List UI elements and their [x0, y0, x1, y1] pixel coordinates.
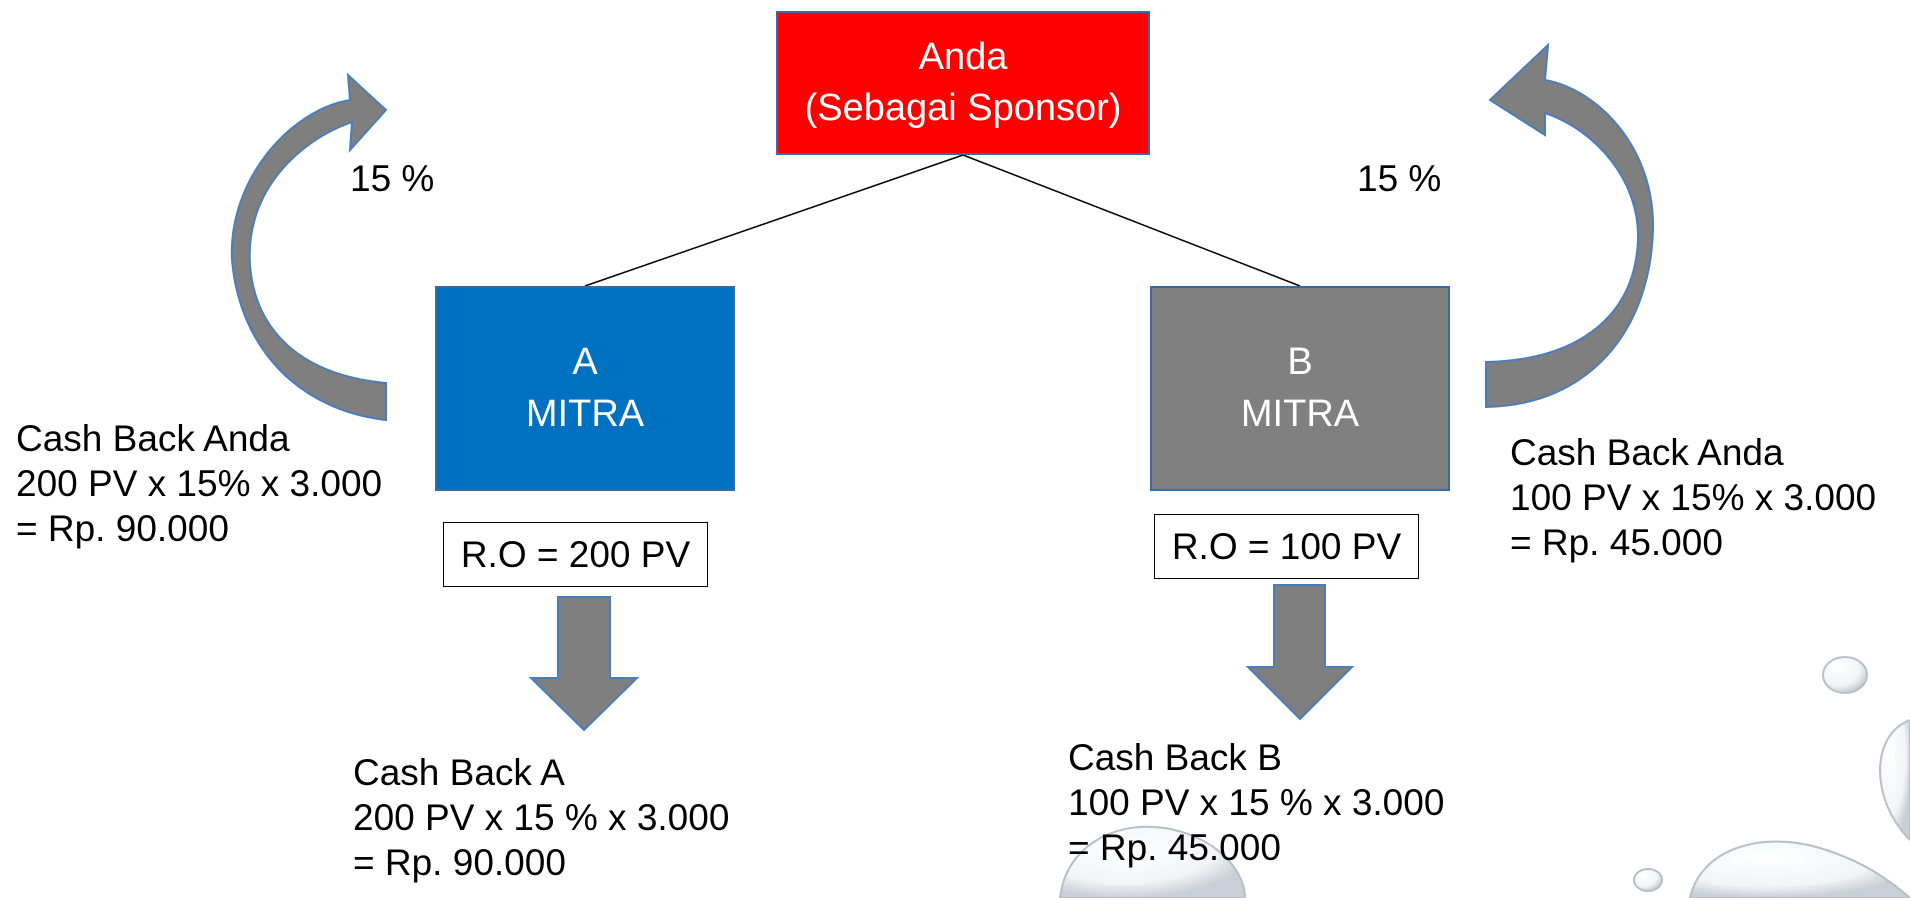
cashback-a: Cash Back A 200 PV x 15 % x 3.000 = Rp. …: [353, 750, 729, 885]
sponsor-box: Anda (Sebagai Sponsor): [776, 11, 1150, 155]
down-arrow-b-icon: [1245, 584, 1355, 721]
cashback-anda-right-result: = Rp. 45.000: [1510, 522, 1723, 563]
cashback-anda-right-formula: 100 PV x 15% x 3.000: [1510, 477, 1877, 518]
percent-label-left: 15 %: [350, 158, 435, 199]
cashback-a-formula: 200 PV x 15 % x 3.000: [353, 797, 730, 838]
cashback-anda-left-result: = Rp. 90.000: [16, 508, 229, 549]
partner-a-label: MITRA: [525, 392, 645, 435]
repeat-order-a-box: R.O = 200 PV: [443, 522, 708, 587]
cashback-anda-left: Cash Back Anda 200 PV x 15% x 3.000 = Rp…: [16, 416, 382, 551]
percent-label-right: 15 %: [1357, 158, 1442, 199]
water-drops-decoration: [1058, 656, 1910, 898]
connector-line-b: [962, 154, 1301, 287]
cashback-b-result: = Rp. 45.000: [1068, 827, 1281, 868]
partner-b-label: MITRA: [1240, 392, 1360, 435]
connector-line-a: [584, 154, 964, 287]
curved-arrow-left-icon: [230, 72, 388, 422]
cashback-a-title: Cash Back A: [353, 752, 565, 793]
cashback-anda-left-title: Cash Back Anda: [16, 418, 290, 459]
sponsor-role-label: (Sebagai Sponsor): [804, 87, 1122, 129]
partner-a-box: A MITRA: [435, 286, 735, 491]
repeat-order-b-box: R.O = 100 PV: [1154, 514, 1419, 579]
partner-a-letter: A: [572, 341, 598, 384]
cashback-b-formula: 100 PV x 15 % x 3.000: [1068, 782, 1445, 823]
partner-b-box: B MITRA: [1150, 286, 1450, 491]
cashback-b-title: Cash Back B: [1068, 737, 1282, 778]
curved-arrow-right-icon: [1485, 42, 1655, 409]
cashback-anda-right-title: Cash Back Anda: [1510, 432, 1784, 473]
cashback-b: Cash Back B 100 PV x 15 % x 3.000 = Rp. …: [1068, 735, 1444, 870]
sponsor-label: Anda: [918, 35, 1008, 78]
cashback-a-result: = Rp. 90.000: [353, 842, 566, 883]
partner-b-letter: B: [1287, 341, 1313, 384]
down-arrow-a-icon: [528, 596, 640, 732]
cashback-anda-left-formula: 200 PV x 15% x 3.000: [16, 463, 383, 504]
cashback-anda-right: Cash Back Anda 100 PV x 15% x 3.000 = Rp…: [1510, 430, 1876, 565]
